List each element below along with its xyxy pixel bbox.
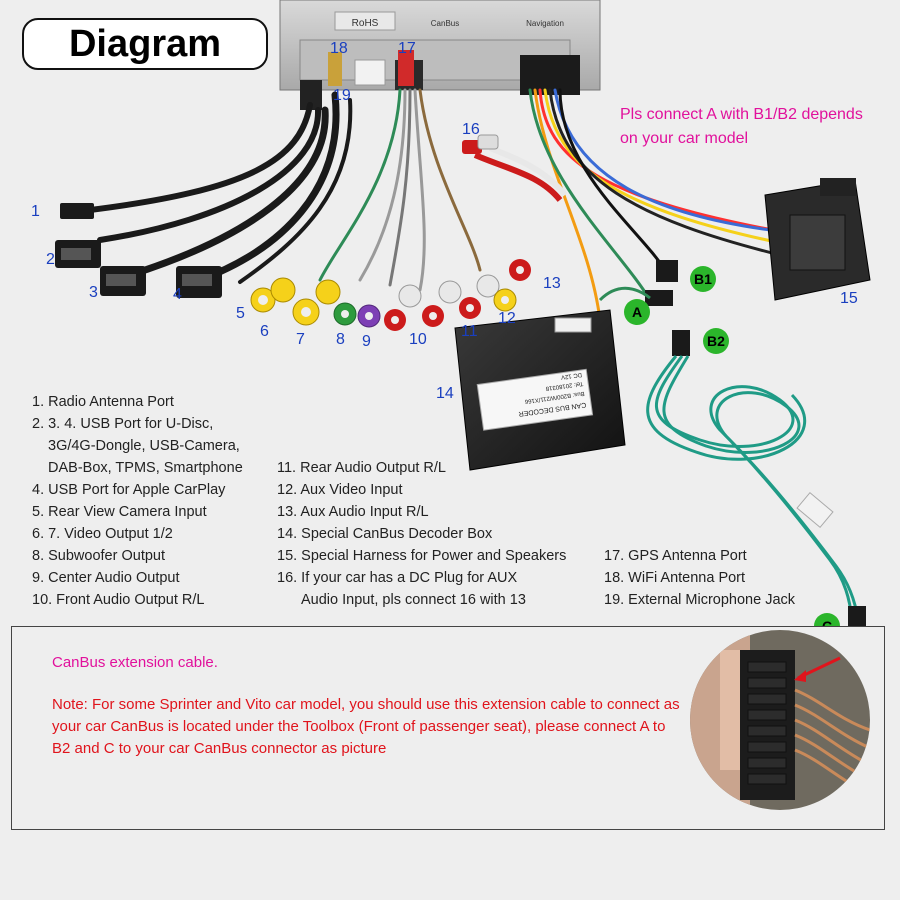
legend-item-1: 1. Radio Antenna Port: [32, 394, 174, 410]
decoder-label-line4: DC 12V: [561, 371, 583, 380]
legend-item-9: 9. Center Audio Output: [32, 570, 180, 586]
callout-3: 3: [89, 284, 98, 301]
callout-9: 9: [362, 333, 371, 350]
legend-item-2-cont2: DAB-Box, TPMS, Smartphone: [48, 460, 243, 476]
canbus-decoder-box: CAN BUS DECODER Bus: B200/W211/X166 Tel:…: [454, 309, 626, 471]
decoder-label-line3: Tel: 20180318: [545, 380, 584, 391]
legend-right: 17. GPS Antenna Port 18. WiFi Antenna Po…: [604, 545, 795, 611]
callout-7: 7: [296, 331, 305, 348]
legend-item-12: 12. Aux Video Input: [277, 482, 403, 498]
callout-1: 1: [31, 203, 40, 220]
canbus-note-text: Note: For some Sprinter and Vito car mod…: [52, 696, 680, 757]
legend-item-2-cont1: 3G/4G-Dongle, USB-Camera,: [48, 438, 240, 454]
antenna-connectors: [300, 50, 414, 110]
legend-item-2: 2. 3. 4. USB Port for U-Disc,: [32, 416, 214, 432]
legend-item-13: 13. Aux Audio Input R/L: [277, 504, 429, 520]
canbus-label: CanBus: [431, 19, 459, 28]
connect-note-line2: on your car model: [620, 130, 749, 147]
legend-item-16: 16. If your car has a DC Plug for AUX: [277, 570, 518, 586]
cable-label-tag: [796, 491, 834, 529]
head-unit-chassis: RoHS CanBus Navigation: [279, 0, 601, 95]
callout-12: 12: [498, 310, 516, 327]
legend-item-19: 19. External Microphone Jack: [604, 592, 796, 608]
power-speaker-harness: [764, 178, 871, 301]
badge-b1: B1: [690, 266, 716, 292]
badge-b2: B2: [703, 328, 729, 354]
rohs-label: RoHS: [352, 18, 379, 29]
legend-item-8: 8. Subwoofer Output: [32, 548, 165, 564]
legend-item-17: 17. GPS Antenna Port: [604, 548, 747, 564]
callout-2: 2: [46, 251, 55, 268]
callout-15: 15: [840, 290, 858, 307]
legend-item-15: 15. Special Harness for Power and Speake…: [277, 548, 567, 564]
legend-item-16-cont: Audio Input, pls connect 16 with 13: [301, 592, 526, 608]
diagram-title: Diagram: [22, 18, 268, 70]
callout-10: 10: [409, 331, 427, 348]
callout-14: 14: [436, 385, 454, 402]
legend-item-11: 11. Rear Audio Output R/L: [277, 460, 447, 476]
legend-item-14: 14. Special CanBus Decoder Box: [277, 526, 493, 542]
legend-middle: 11. Rear Audio Output R/L 12. Aux Video …: [277, 457, 566, 611]
callout-4: 4: [173, 286, 182, 303]
legend-item-18: 18. WiFi Antenna Port: [604, 570, 746, 586]
callout-5: 5: [236, 305, 245, 322]
colored-wires: [318, 88, 802, 322]
connect-note-line1: Pls connect A with B1/B2 depends: [620, 106, 863, 123]
callout-19: 19: [333, 87, 351, 104]
legend-item-6: 6. 7. Video Output 1/2: [32, 526, 173, 542]
callout-11: 11: [461, 323, 478, 340]
usb-connectors: [55, 203, 222, 298]
callout-16: 16: [462, 121, 480, 138]
green-extension-cable: [646, 355, 860, 621]
rca-pair-16: [462, 134, 568, 202]
canbus-note-title: CanBus extension cable.: [52, 654, 218, 671]
callout-6: 6: [260, 323, 269, 340]
canbus-connector-photo: [690, 630, 870, 810]
legend-item-10: 10. Front Audio Output R/L: [32, 592, 205, 608]
legend-item-4: 4. USB Port for Apple CarPlay: [32, 482, 226, 498]
callout-17: 17: [398, 40, 416, 57]
rca-connector-row: [250, 259, 531, 331]
callout-8: 8: [336, 331, 345, 348]
callout-13: 13: [543, 275, 561, 292]
callout-18: 18: [330, 40, 348, 57]
navigation-label: Navigation: [526, 19, 564, 28]
legend-item-5: 5. Rear View Camera Input: [32, 504, 207, 520]
small-connectors: [598, 260, 690, 356]
badge-a: A: [624, 299, 650, 325]
connect-note: Pls connect A with B1/B2 depends on your…: [620, 103, 863, 151]
legend-left: 1. Radio Antenna Port 2. 3. 4. USB Port …: [32, 391, 243, 611]
black-cable-bundle: [87, 91, 353, 284]
